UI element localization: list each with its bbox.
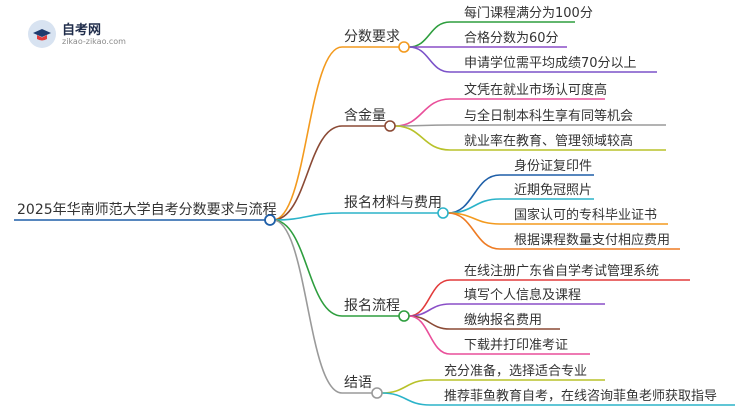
branch-label-3: 报名材料与费用 (344, 195, 442, 211)
branch-connector-5 (272, 219, 343, 394)
leaf-label-2-2: 与全日制本科生享有同等机会 (464, 108, 633, 124)
branch-label-2: 含金量 (344, 108, 386, 124)
branch-label-1: 分数要求 (344, 29, 400, 45)
leaf-label-2-1: 文凭在就业市场认可度高 (464, 82, 607, 98)
branch-node-1 (398, 41, 410, 53)
logo-subtitle: zikao-zikao.com (62, 37, 126, 46)
leaf-connector-5-2 (381, 392, 431, 406)
leaf-connector-2-3 (394, 125, 451, 151)
branch-label-5: 结语 (344, 375, 372, 391)
branch-node-3 (437, 207, 449, 219)
branch-connector-2 (272, 125, 343, 221)
leaf-connector-1-1 (408, 21, 451, 48)
leaf-label-1-3: 申请学位需平均成绩70分以上 (464, 55, 637, 71)
leaf-label-3-2: 近期免冠照片 (514, 183, 592, 198)
leaf-label-2-3: 就业率在教育、管理领域较高 (464, 133, 633, 149)
leaf-connector-5-1 (381, 379, 431, 394)
leaf-label-4-3: 缴纳报名费用 (464, 312, 542, 328)
leaf-label-4-4: 下载并打印准考证 (464, 338, 568, 353)
leaf-connector-4-4 (408, 315, 451, 355)
branch-connector-1 (272, 46, 343, 221)
leaf-label-1-1: 每门课程满分为100分 (464, 5, 593, 21)
leaf-label-1-2: 合格分数为60分 (464, 30, 559, 46)
leaf-label-4-1: 在线注册广东省自学考试管理系统 (464, 263, 659, 279)
root-label: 2025年华南师范大学自考分数要求与流程 (17, 201, 277, 218)
leaf-connector-2-1 (394, 98, 451, 127)
logo-title: 自考网 (62, 23, 102, 38)
leaf-connector-3-4 (447, 212, 501, 250)
logo-badge (28, 20, 56, 48)
branch-label-4: 报名流程 (344, 298, 400, 314)
branch-node-2 (384, 120, 396, 132)
leaf-connector-1-3 (408, 46, 451, 73)
leaf-label-5-2: 推荐菲鱼教育自考，在线咨询菲鱼老师获取指导 (444, 388, 717, 404)
branch-node-4 (398, 310, 410, 322)
branch-connector-3 (272, 212, 343, 221)
leaf-label-5-1: 充分准备，选择适合专业 (444, 363, 587, 379)
leaf-label-3-1: 身份证复印件 (514, 158, 592, 174)
branch-node-5 (371, 387, 383, 399)
leaf-label-3-4: 根据课程数量支付相应费用 (514, 232, 670, 248)
leaf-label-4-2: 填写个人信息及课程 (464, 287, 581, 303)
leaf-label-3-3: 国家认可的专科毕业证书 (514, 207, 657, 223)
site-logo: 自考网 zikao-zikao.com (28, 18, 138, 50)
root-node (264, 214, 276, 226)
graduation-cap-icon (33, 29, 51, 41)
leaf-connector-3-1 (447, 174, 501, 214)
branch-connector-4 (272, 219, 343, 317)
